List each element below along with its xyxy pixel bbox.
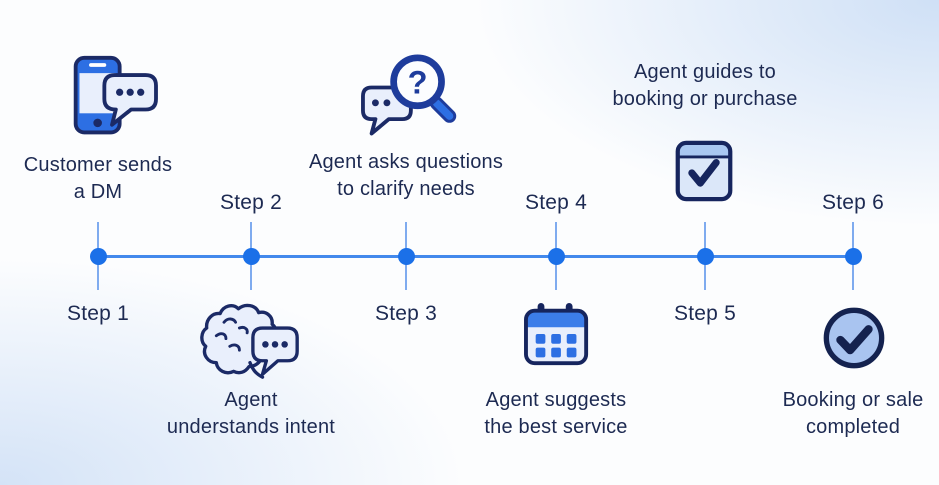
- step-caption-5: Agent guides to booking or purchase: [612, 61, 798, 110]
- timeline-line: [98, 255, 854, 258]
- calendar-icon: [523, 302, 593, 368]
- timeline-dot-3: [398, 248, 415, 265]
- timeline-dot-2: [243, 248, 260, 265]
- step-caption-1: Customer sends a DM: [23, 154, 173, 203]
- magnifier-question-icon: ?: [356, 53, 460, 145]
- step-label-3: Step 3: [375, 302, 437, 325]
- step-caption-4: Agent suggests the best service: [484, 389, 628, 438]
- step-label-6: Step 6: [822, 191, 884, 214]
- timeline-dot-6: [845, 248, 862, 265]
- step-caption-3: Agent asks questions to clarify needs: [308, 151, 504, 200]
- timeline-dot-4: [548, 248, 565, 265]
- brain-chat-icon: [197, 303, 303, 380]
- phone-chat-icon: [64, 54, 160, 142]
- step-label-1: Step 1: [67, 302, 129, 325]
- calendar-check-icon: [674, 139, 734, 203]
- step-label-2: Step 2: [220, 191, 282, 214]
- question-mark-glyph: ?: [408, 64, 428, 100]
- timeline-dot-1: [90, 248, 107, 265]
- timeline-dot-5: [697, 248, 714, 265]
- step-label-4: Step 4: [525, 191, 587, 214]
- check-circle-icon: [821, 305, 887, 371]
- step-caption-6: Booking or sale completed: [782, 389, 924, 438]
- step-caption-2: Agent understands intent: [166, 389, 336, 438]
- step-label-5: Step 5: [674, 302, 736, 325]
